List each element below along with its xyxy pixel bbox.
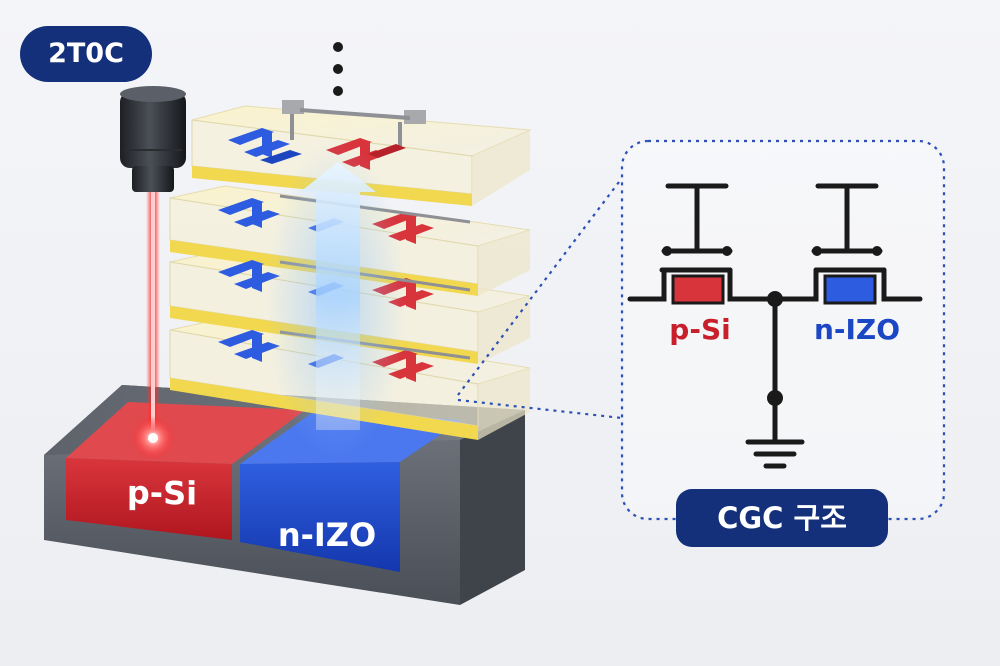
base-p-si-label: p-Si [126, 473, 198, 513]
cgc-structure-caption: CGC 구조 [676, 489, 888, 547]
ellipsis-icon [333, 42, 343, 96]
top-gate-lines [282, 100, 426, 146]
circuit-nodes [662, 246, 882, 406]
circuit-p-si-label: p-Si [669, 313, 731, 346]
architecture-badge: 2T0C [20, 26, 152, 82]
base-n-izo-label: n-IZO [277, 516, 377, 554]
p-si-channel [671, 274, 725, 305]
callout-panel [624, 143, 942, 517]
n-izo-channel [823, 274, 877, 305]
device-blue-l1 [228, 128, 302, 164]
circuit-n-izo-label: n-IZO [813, 313, 901, 346]
signal-arrow [266, 140, 406, 460]
zoom-callout [457, 139, 946, 521]
laser-source-icon [120, 86, 186, 192]
circuit-schematic [627, 183, 923, 469]
laser-beam [131, 192, 175, 460]
